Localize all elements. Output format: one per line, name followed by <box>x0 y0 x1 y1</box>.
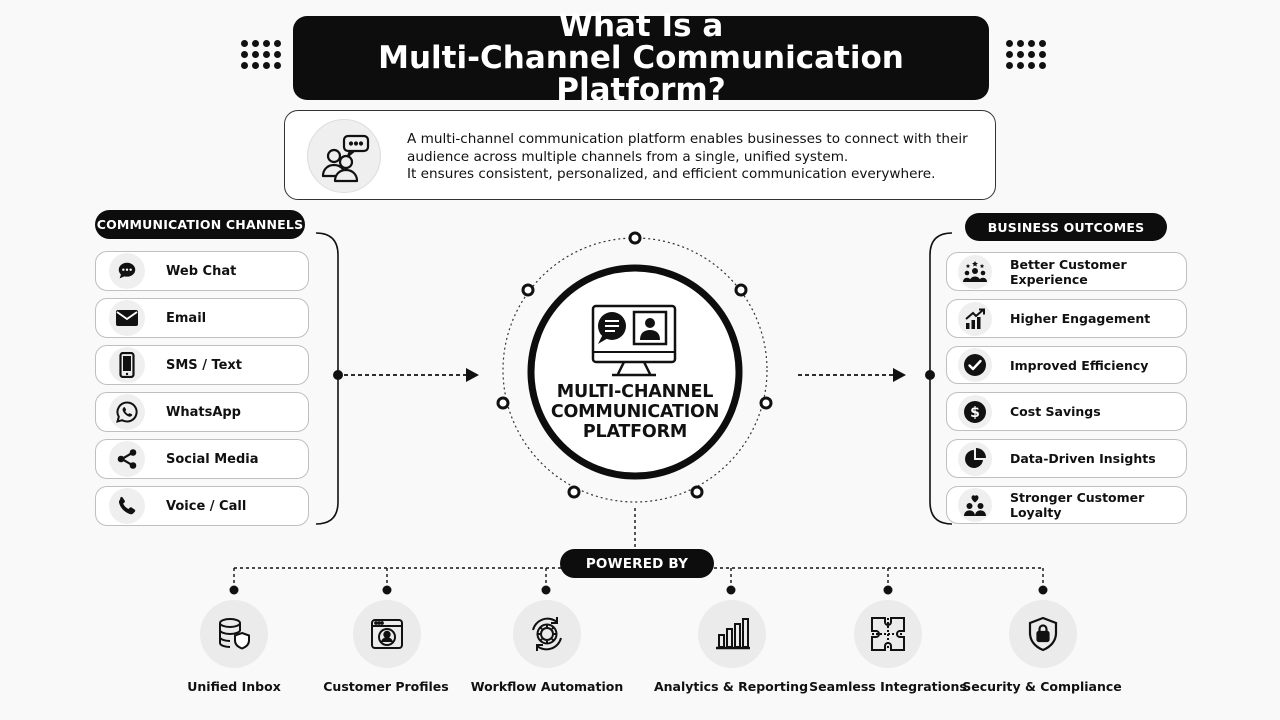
outcome-data-driven-insights[interactable]: Data-Driven Insights <box>946 439 1187 478</box>
channel-email[interactable]: Email <box>95 298 309 338</box>
customers-stars-icon <box>958 254 992 289</box>
intro-text: A multi-channel communication platform e… <box>407 131 968 182</box>
gear-cycle-icon <box>513 600 581 668</box>
intro-box: A multi-channel communication platform e… <box>284 110 996 200</box>
channels-heading: COMMUNICATION CHANNELS <box>95 210 305 239</box>
powered-by-heading: POWERED BY <box>560 549 714 578</box>
pie-chart-icon <box>958 441 992 476</box>
powered-label-workflow-automation: Workflow Automation <box>470 679 624 694</box>
powered-label-analytics-reporting: Analytics & Reporting <box>653 679 809 694</box>
channel-label: WhatsApp <box>166 404 241 420</box>
outcome-higher-engagement[interactable]: Higher Engagement <box>946 299 1187 338</box>
powered-label-customer-profiles: Customer Profiles <box>323 679 449 694</box>
channel-label: Email <box>166 310 207 326</box>
whatsapp-icon <box>109 394 145 430</box>
channel-whatsapp[interactable]: WhatsApp <box>95 392 309 432</box>
arrow-to-platform <box>466 368 479 382</box>
channel-social-media[interactable]: Social Media <box>95 439 309 479</box>
arrow-to-outcomes <box>893 368 906 382</box>
channel-label: Web Chat <box>166 263 237 279</box>
title-line-2: Multi-Channel Communication Platform? <box>378 40 904 108</box>
channel-label: Voice / Call <box>166 498 247 514</box>
channel-label: Social Media <box>166 451 259 467</box>
outcome-label: Stronger Customer Loyalty <box>1010 490 1145 520</box>
heart-people-icon <box>958 488 992 522</box>
left-bracket-node <box>333 370 343 380</box>
outcome-improved-efficiency[interactable]: Improved Efficiency <box>946 346 1187 384</box>
monitor-chat-icon <box>591 304 677 377</box>
outcome-label: Data-Driven Insights <box>1010 451 1156 466</box>
outcome-label: Higher Engagement <box>1010 311 1151 326</box>
powered-label-security-compliance: Security & Compliance <box>962 679 1122 694</box>
outcome-cost-savings[interactable]: $ Cost Savings <box>946 392 1187 431</box>
channel-voice-call[interactable]: Voice / Call <box>95 486 309 526</box>
title-line-1: What Is a <box>558 8 724 44</box>
powered-label-unified-inbox: Unified Inbox <box>187 679 281 694</box>
channel-web-chat[interactable]: Web Chat <box>95 251 309 291</box>
powered-label-seamless-integrations: Seamless Integrations <box>809 679 967 694</box>
outcome-label: Cost Savings <box>1010 404 1101 419</box>
channel-label: SMS / Text <box>166 357 243 373</box>
checkmark-icon <box>958 348 992 382</box>
growth-chart-icon <box>958 301 992 336</box>
outcome-label: Better Customer Experience <box>1010 256 1127 287</box>
right-bracket-node <box>925 370 935 380</box>
dot-grid-right <box>1006 40 1048 82</box>
database-shield-icon <box>200 600 268 668</box>
outcome-label: Improved Efficiency <box>1010 357 1149 373</box>
dot-grid-left <box>241 40 283 82</box>
profile-window-icon <box>353 600 421 668</box>
users-chat-icon <box>307 119 381 193</box>
platform-label: MULTI-CHANNEL COMMUNICATION PLATFORM <box>550 382 720 442</box>
shield-lock-icon <box>1009 600 1077 668</box>
puzzle-icon <box>854 600 922 668</box>
outcome-customer-loyalty[interactable]: Stronger Customer Loyalty <box>946 486 1187 524</box>
phone-icon <box>109 488 145 524</box>
channel-sms[interactable]: SMS / Text <box>95 345 309 385</box>
svg-text:$: $ <box>970 405 980 421</box>
outcome-customer-experience[interactable]: Better Customer Experience <box>946 252 1187 291</box>
envelope-icon <box>109 300 145 336</box>
smartphone-icon <box>109 347 145 383</box>
bar-chart-icon <box>698 600 766 668</box>
page-title: What Is a Multi-Channel Communication Pl… <box>293 10 989 106</box>
chat-bubble-icon <box>109 253 145 289</box>
outcomes-heading: BUSINESS OUTCOMES <box>965 213 1167 241</box>
platform-hub <box>527 264 743 480</box>
share-icon <box>109 441 145 477</box>
dollar-icon: $ <box>958 394 992 429</box>
